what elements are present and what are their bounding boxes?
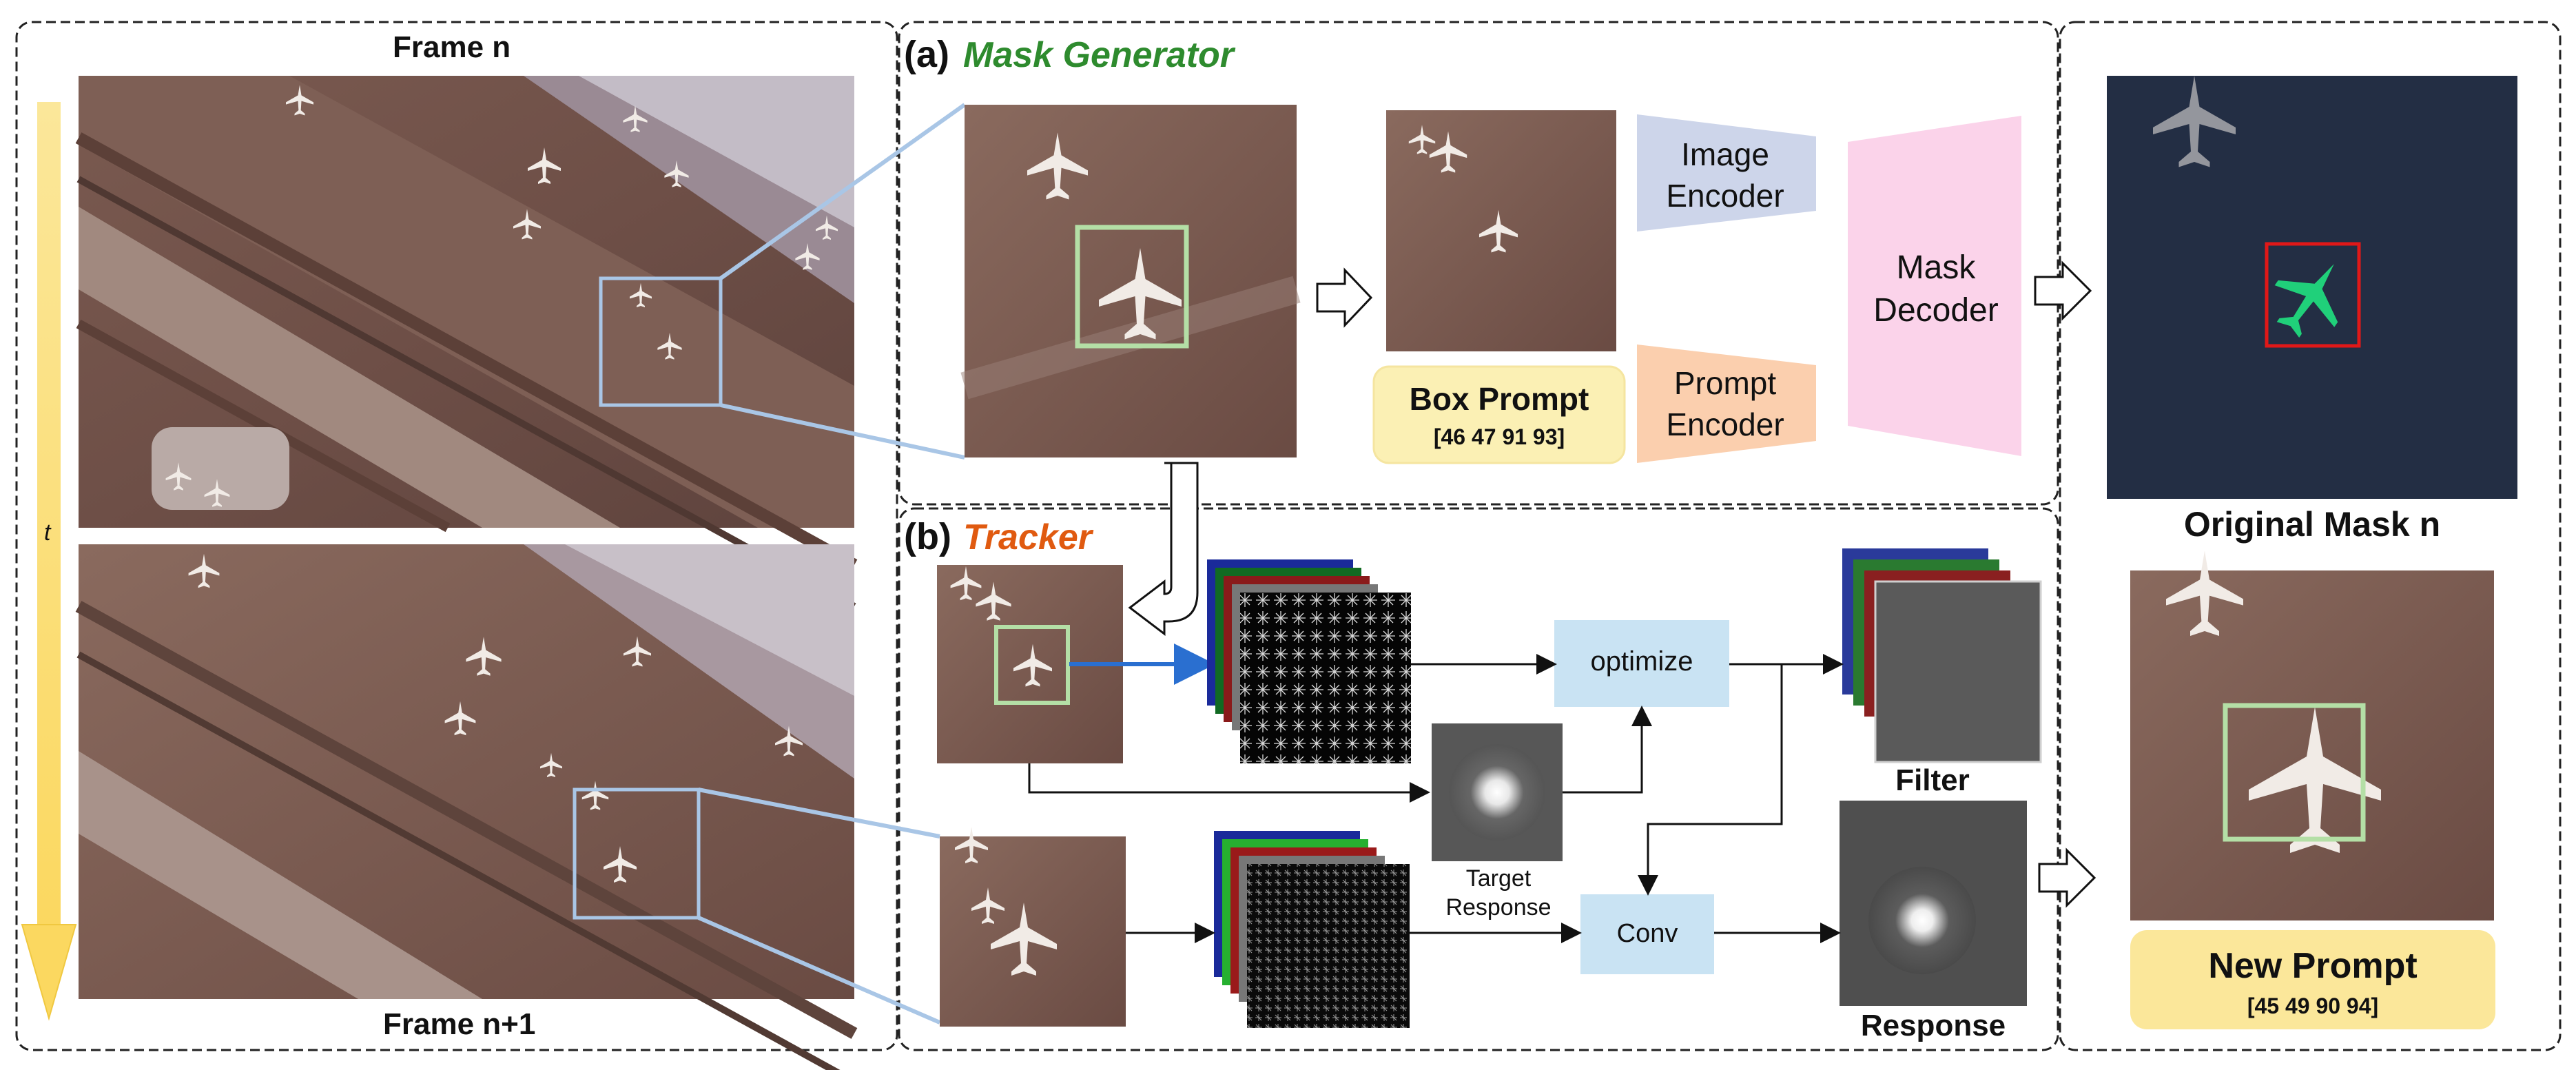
tracker-arrows <box>1028 654 1844 943</box>
tracker-out-arrow <box>2038 847 2096 908</box>
mg-arrow-2 <box>2034 260 2092 321</box>
feature-stack-2 <box>1214 831 1410 1028</box>
target-response-label: Target Response <box>1419 864 1578 922</box>
zoom-lines <box>697 103 966 1025</box>
frame-n-zoom-box <box>599 276 723 407</box>
box-prompt-label: Box Prompt <box>1409 381 1589 417</box>
original-mask-image <box>2107 76 2517 499</box>
box-prompt-block <box>1372 365 1626 464</box>
optimize-block <box>1554 620 1729 707</box>
box-prompt-value: [46 47 91 93] <box>1433 424 1565 449</box>
response-image <box>1840 801 2027 1006</box>
conv-block <box>1580 894 1714 974</box>
feature-stack-1 <box>1207 559 1411 763</box>
image-encoder-line2: Encoder <box>1666 178 1784 214</box>
frame-n-label: Frame n <box>393 30 511 64</box>
new-prompt-image <box>2130 551 2494 920</box>
mask-decoder-block <box>1848 116 2021 456</box>
tracker-target-box <box>994 625 1070 705</box>
mask-decoder-label: Mask Decoder <box>1853 247 2019 332</box>
tracker-panel-border <box>898 507 2059 1051</box>
mg-input-image <box>1386 110 1616 351</box>
target-response-image <box>1432 723 1563 861</box>
target-response-line1: Target <box>1465 865 1532 892</box>
mask-generator-panel-border <box>898 21 2059 506</box>
mask-decoder-line2: Decoder <box>1873 292 1999 329</box>
optimize-label: optimize <box>1590 646 1693 677</box>
left-panel-border <box>15 21 898 1051</box>
mg-crop-image <box>960 105 1301 457</box>
mask-generator-title: Mask Generator <box>963 35 1235 75</box>
frame-n-image <box>75 76 858 610</box>
tracker-title: Tracker <box>963 517 1092 557</box>
target-response-line2: Response <box>1445 894 1552 920</box>
new-prompt-block <box>2130 930 2495 1029</box>
tracker-tag: (b) <box>904 516 951 557</box>
tracker-crop-2 <box>940 827 1126 1027</box>
prompt-encoder-label: Prompt Encoder <box>1642 362 1808 445</box>
right-panel-border <box>2059 21 2562 1051</box>
time-arrow <box>21 102 77 1021</box>
conv-label: Conv <box>1616 919 1678 948</box>
original-mask-label: Original Mask n <box>2183 505 2441 544</box>
prompt-encoder-line2: Encoder <box>1666 407 1784 442</box>
prompt-encoder-block <box>1637 344 1816 463</box>
mg-arrow-1 <box>1316 267 1373 328</box>
mask-decoder-line1: Mask <box>1896 249 1976 286</box>
new-prompt-label: New Prompt <box>2208 946 2418 986</box>
new-prompt-value: [45 49 90 94] <box>2247 994 2379 1018</box>
frame-n1-zoom-box <box>573 788 701 920</box>
image-encoder-block <box>1637 114 1816 232</box>
image-encoder-line1: Image <box>1681 136 1769 172</box>
image-encoder-label: Image Encoder <box>1642 134 1808 216</box>
frame-n1-image <box>75 544 858 1070</box>
filter-label: Filter <box>1895 763 1970 797</box>
response-label: Response <box>1860 1009 2006 1042</box>
frame-n1-label: Frame n+1 <box>383 1007 536 1041</box>
mask-generator-tag: (a) <box>904 34 949 75</box>
mg-target-box <box>1075 225 1189 349</box>
tracker-in-arrow <box>1128 462 1199 637</box>
prompt-encoder-line1: Prompt <box>1673 365 1777 401</box>
mask-bbox <box>2265 242 2361 348</box>
new-prompt-box <box>2223 703 2366 842</box>
filter-stack <box>1842 548 2042 763</box>
time-label: t <box>44 519 51 546</box>
